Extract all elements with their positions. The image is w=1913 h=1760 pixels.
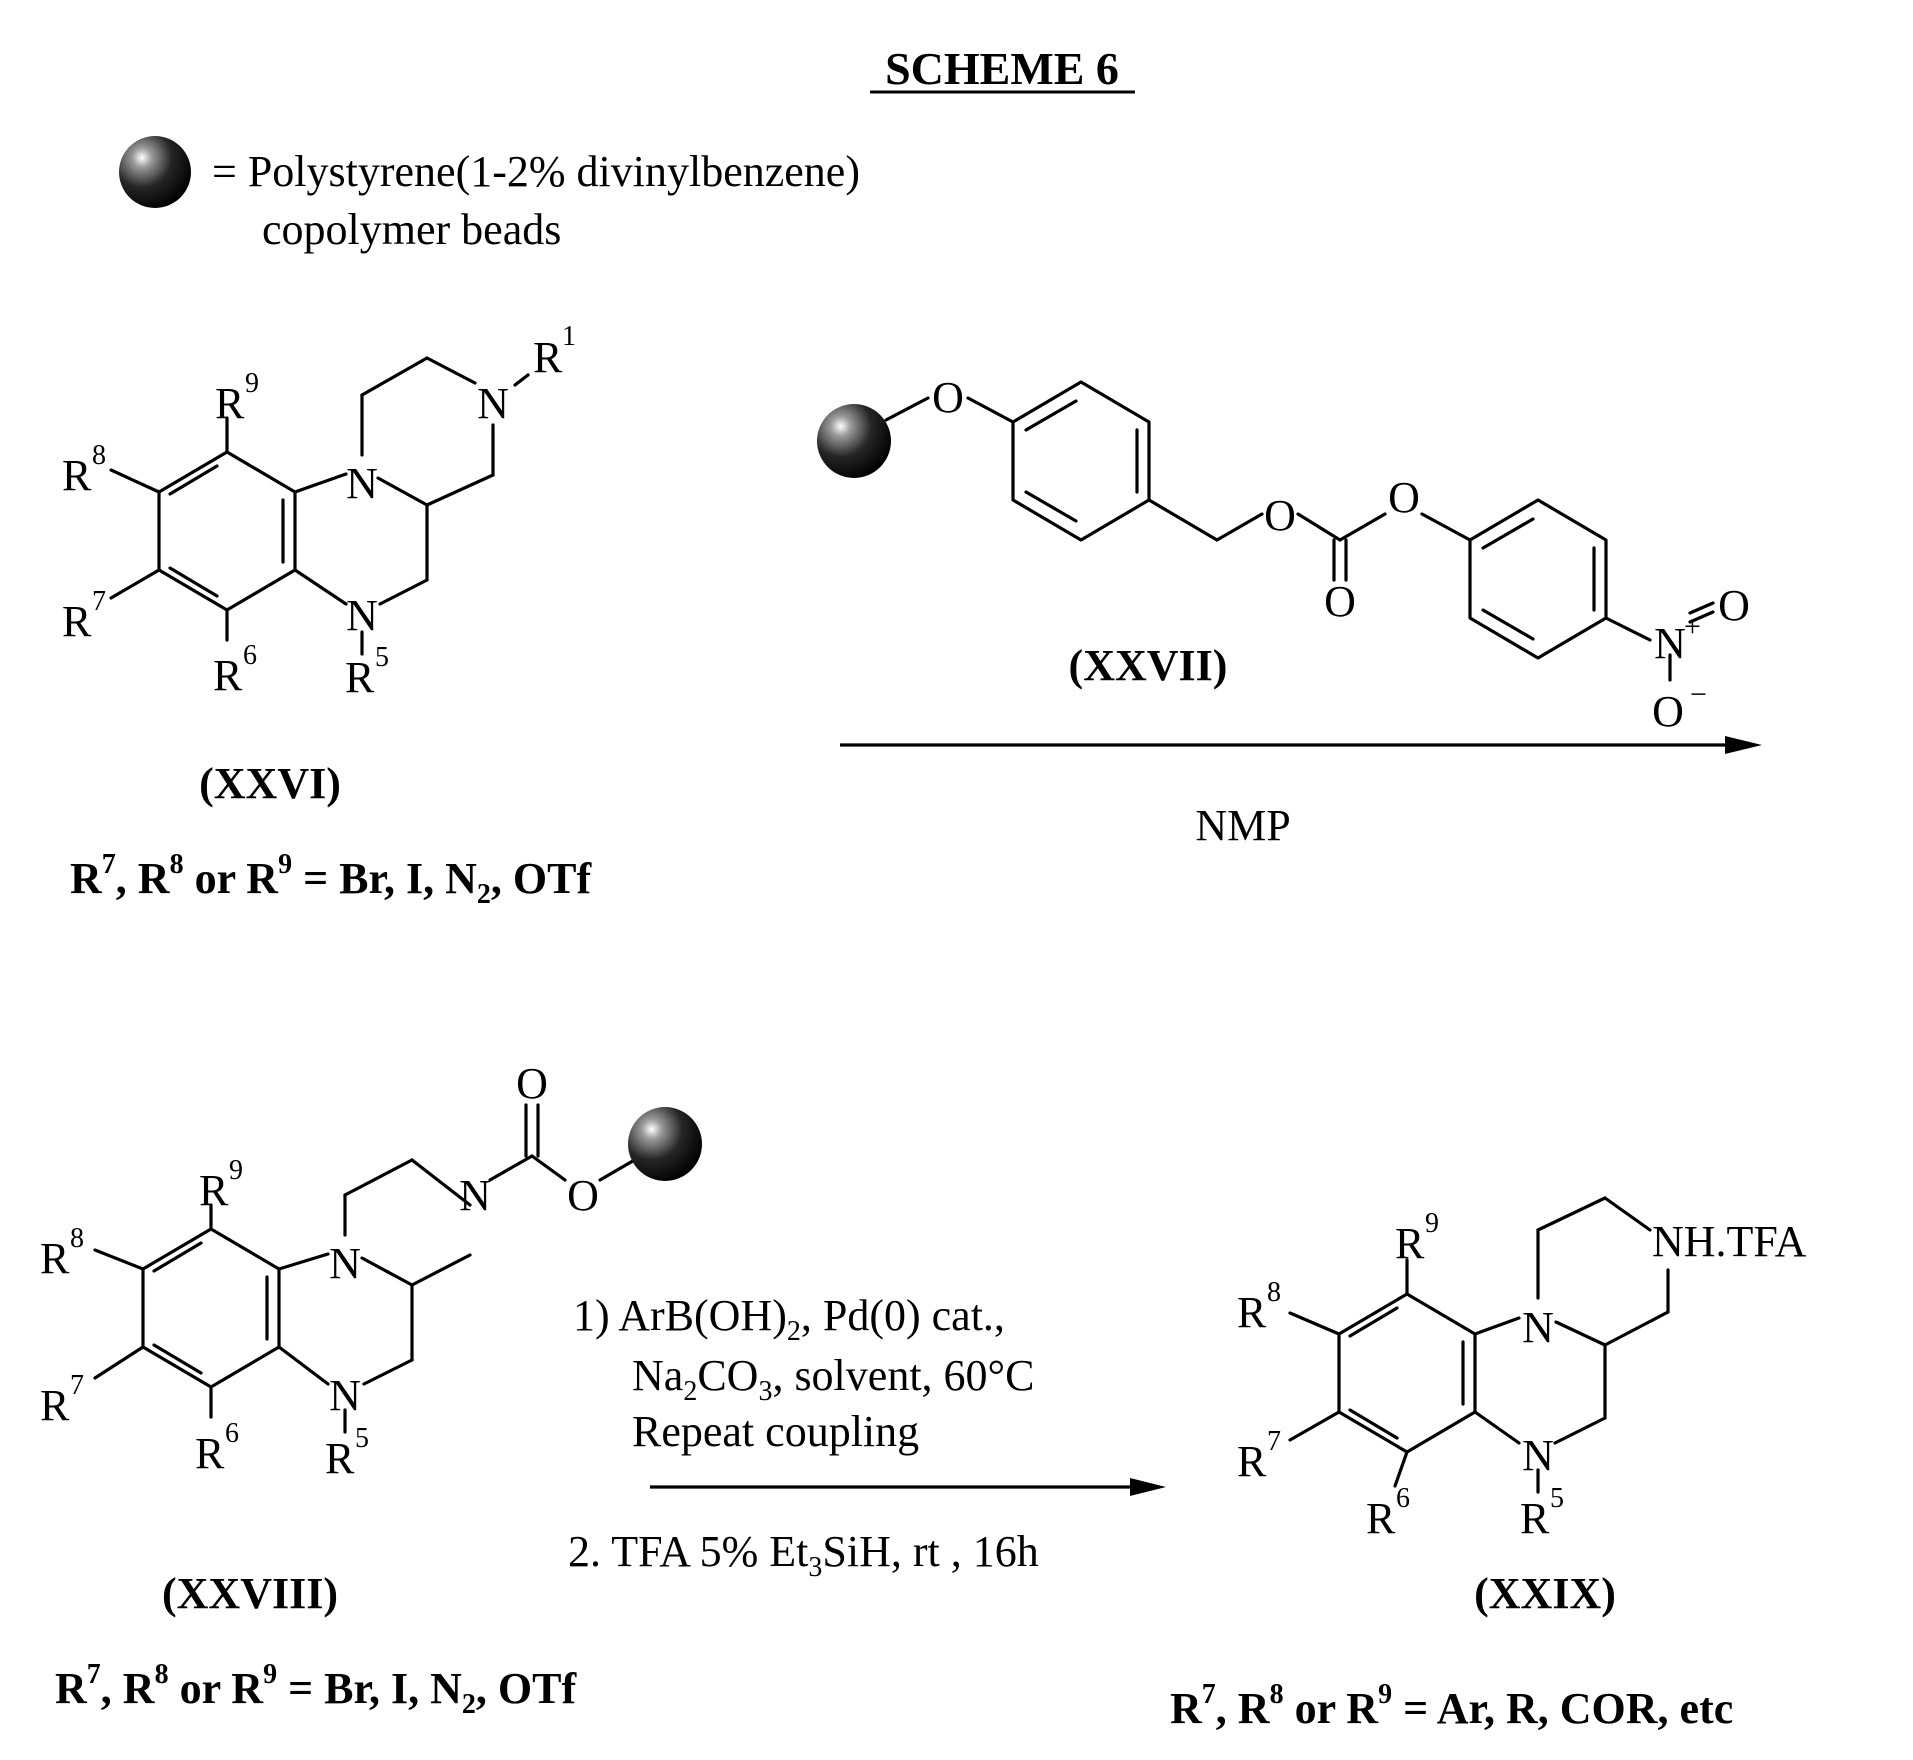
nitro-minus-charge: − — [1690, 678, 1707, 711]
atom-n-amine: N — [329, 1371, 361, 1420]
structure-xxvi: N N N R 1 R 9 R 8 R 7 R 6 R 5 — [62, 321, 576, 702]
scheme-title: SCHEME 6 — [885, 43, 1119, 94]
label-r8-sup: 8 — [1267, 1277, 1281, 1308]
compound-label-xxix: (XXIX) — [1474, 1569, 1616, 1618]
label-r7-sup: 7 — [1267, 1426, 1281, 1457]
label-r1: R — [533, 333, 563, 382]
bonds-xxviii — [95, 1105, 638, 1432]
condition-repeat: Repeat coupling — [632, 1407, 919, 1456]
bonds-xxix — [1290, 1198, 1668, 1492]
atom-n-ring: N — [346, 459, 378, 508]
compound-label-xxvii: (XXVII) — [1069, 641, 1228, 690]
label-r9-sup: 9 — [245, 368, 259, 399]
label-r5-sup: 5 — [355, 1423, 369, 1454]
polystyrene-bead-icon — [119, 136, 191, 208]
atom-o-ether: O — [932, 373, 964, 422]
atom-n-amine: N — [346, 591, 378, 640]
atom-n-ring: N — [1522, 1303, 1554, 1352]
label-r8-sup: 8 — [70, 1223, 84, 1254]
label-r8: R — [1237, 1288, 1267, 1337]
condition-step-2: 2. TFA 5% Et3SiH, rt , 16h — [568, 1527, 1039, 1583]
label-r7: R — [40, 1381, 70, 1430]
atom-n-carbamate: N — [459, 1171, 491, 1220]
resin-bead-icon — [817, 404, 891, 478]
atom-o-ester: O — [567, 1171, 599, 1220]
label-r9-sup: 9 — [229, 1155, 243, 1186]
structure-xxviii: N N N O O R 9 R 8 R 7 R 6 R 5 — [40, 1059, 702, 1483]
legend-line-2: copolymer beads — [262, 205, 561, 254]
label-r6-sup: 6 — [225, 1418, 239, 1449]
atom-o-carbonyl: O — [1324, 577, 1356, 626]
label-r5-sup: 5 — [375, 642, 389, 673]
label-r9: R — [215, 379, 245, 428]
label-r8: R — [40, 1234, 70, 1283]
atom-n-ring: N — [329, 1239, 361, 1288]
label-r8: R — [62, 451, 92, 500]
definition-intermediate: R7, R8 or R9 = Br, I, N2, OTf — [55, 1659, 577, 1720]
label-r5: R — [1520, 1494, 1550, 1543]
label-r7: R — [62, 597, 92, 646]
atom-o-nitro-1: O — [1718, 581, 1750, 630]
label-r6: R — [195, 1429, 225, 1478]
compound-label-xxvi: (XXVI) — [199, 759, 341, 808]
resin-bead-icon — [628, 1107, 702, 1181]
reaction-arrow-1 — [840, 736, 1762, 754]
atom-o-carbonyl: O — [516, 1059, 548, 1108]
reaction-arrow-2 — [650, 1478, 1166, 1496]
label-r6: R — [1366, 1494, 1396, 1543]
label-r5: R — [325, 1434, 355, 1483]
condition-step-1-base: Na2CO3, solvent, 60°C — [632, 1351, 1034, 1407]
label-r7-sup: 7 — [92, 586, 106, 617]
label-r8-sup: 8 — [92, 440, 106, 471]
label-r5: R — [345, 653, 375, 702]
label-r7-sup: 7 — [70, 1370, 84, 1401]
label-r6: R — [213, 651, 243, 700]
label-r6-sup: 6 — [243, 640, 257, 671]
atom-n-piperazine: N — [477, 379, 509, 428]
compound-label-xxviii: (XXVIII) — [162, 1569, 338, 1618]
atom-o-carbonate-2: O — [1388, 473, 1420, 522]
label-r5-sup: 5 — [1550, 1483, 1564, 1514]
structure-xxvii: O O O O N + O O − — [817, 373, 1750, 736]
label-r7: R — [1237, 1437, 1267, 1486]
definition-product: R7, R8 or R9 = Ar, R, COR, etc — [1170, 1679, 1733, 1733]
bonds-xxvi — [111, 358, 528, 654]
label-r9-sup: 9 — [1425, 1208, 1439, 1239]
label-r9: R — [199, 1166, 229, 1215]
nitro-plus-charge: + — [1684, 610, 1701, 643]
legend-line-1: = Polystyrene(1-2% divinylbenzene) — [212, 147, 860, 196]
structure-xxix: N N NH.TFA R 9 R 8 R 7 R 6 R 5 — [1237, 1198, 1807, 1543]
atom-n-amine: N — [1522, 1431, 1554, 1480]
atom-o-carbonate-1: O — [1264, 491, 1296, 540]
condition-step-1: 1) ArB(OH)2, Pd(0) cat., — [573, 1291, 1005, 1347]
condition-nmp: NMP — [1195, 801, 1290, 850]
bonds-xxvii — [886, 382, 1713, 680]
atom-n-nitro: N — [1654, 619, 1686, 668]
atom-o-nitro-2: O — [1652, 687, 1684, 736]
label-r6-sup: 6 — [1396, 1483, 1410, 1514]
definition-start: R7, R8 or R9 = Br, I, N2, OTf — [70, 849, 592, 910]
label-r1-sup: 1 — [562, 321, 576, 352]
label-nh-tfa: NH.TFA — [1652, 1217, 1807, 1266]
label-r9: R — [1395, 1219, 1425, 1268]
